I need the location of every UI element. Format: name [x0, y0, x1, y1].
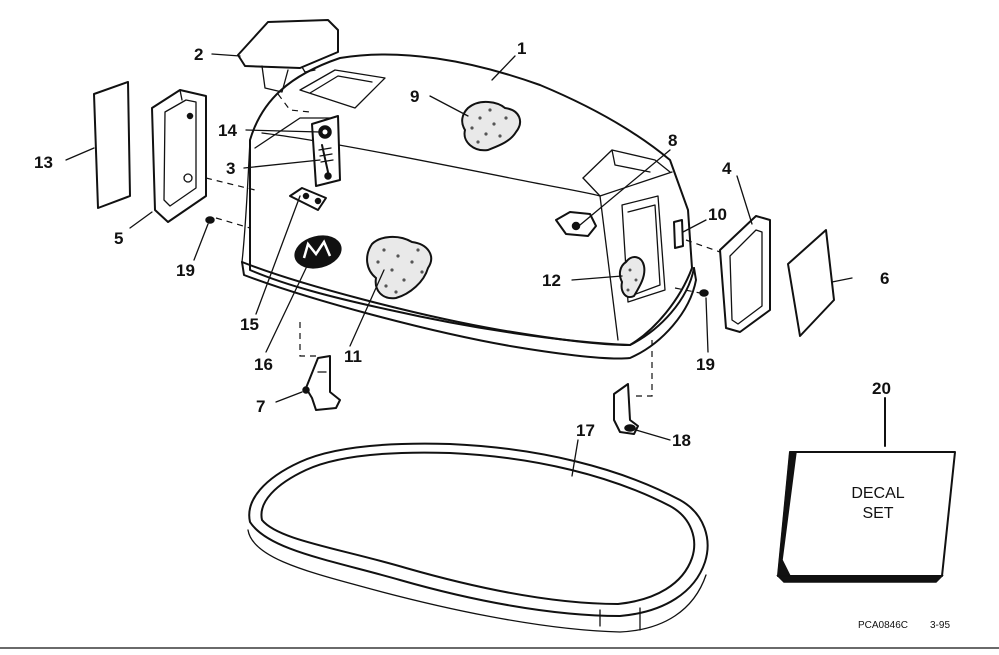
callout-11: 11	[344, 347, 362, 366]
callout-3: 3	[226, 159, 235, 178]
rivet-right	[699, 289, 709, 297]
rivet-left	[205, 216, 215, 224]
callout-10: 10	[708, 205, 727, 224]
decal-box-line1: DECAL	[851, 485, 904, 502]
callout-17: 17	[576, 421, 595, 440]
bottom-seal-ring	[247, 442, 709, 633]
drawing-code: PCA0846C	[858, 620, 908, 631]
emblem-decal	[294, 235, 342, 269]
decal-set-box	[776, 451, 956, 583]
callout-2: 2	[194, 45, 203, 64]
leader-dash-5	[205, 177, 256, 191]
callout-14: 14	[218, 121, 237, 140]
bracket-screw-assembly	[311, 115, 341, 187]
leader-dash-19a	[215, 217, 251, 229]
callout-4: 4	[722, 159, 732, 178]
callout-13: 13	[34, 153, 53, 172]
leader-dash-2	[277, 93, 311, 113]
leader-dash-18	[634, 340, 653, 397]
callout-1: 1	[517, 39, 526, 58]
callout-9: 9	[410, 87, 419, 106]
panel-gasket-left	[93, 81, 131, 209]
callout-18: 18	[672, 431, 691, 450]
callout-6: 6	[880, 269, 889, 288]
foam-pad-12	[618, 256, 646, 298]
foam-pad-9	[461, 101, 521, 152]
panel-gasket-right	[787, 229, 835, 337]
callout-7: 7	[256, 397, 265, 416]
top-vent-cover	[237, 19, 339, 93]
rubber-bumper	[673, 219, 684, 249]
decal-box-line2: SET	[862, 505, 893, 522]
callout-15: 15	[240, 315, 259, 334]
callout-16: 16	[254, 355, 273, 374]
callout-20: 20	[872, 379, 891, 398]
bracket-right	[613, 383, 639, 435]
callout-5: 5	[114, 229, 123, 248]
latch	[555, 211, 597, 237]
leader-dash-19b	[674, 287, 701, 294]
callout-8: 8	[668, 131, 677, 150]
callout-19-left: 19	[176, 261, 195, 280]
leader-dash-7	[299, 322, 318, 357]
rear-panel-frame	[719, 215, 771, 333]
bracket-left	[302, 355, 341, 411]
side-panel	[151, 89, 207, 223]
callout-leaders	[65, 53, 886, 477]
callout-19-right: 19	[696, 355, 715, 374]
revision-date: 3-95	[930, 620, 950, 631]
foam-pad-11	[366, 236, 433, 300]
callout-12: 12	[542, 271, 561, 290]
side-clip	[289, 187, 327, 211]
